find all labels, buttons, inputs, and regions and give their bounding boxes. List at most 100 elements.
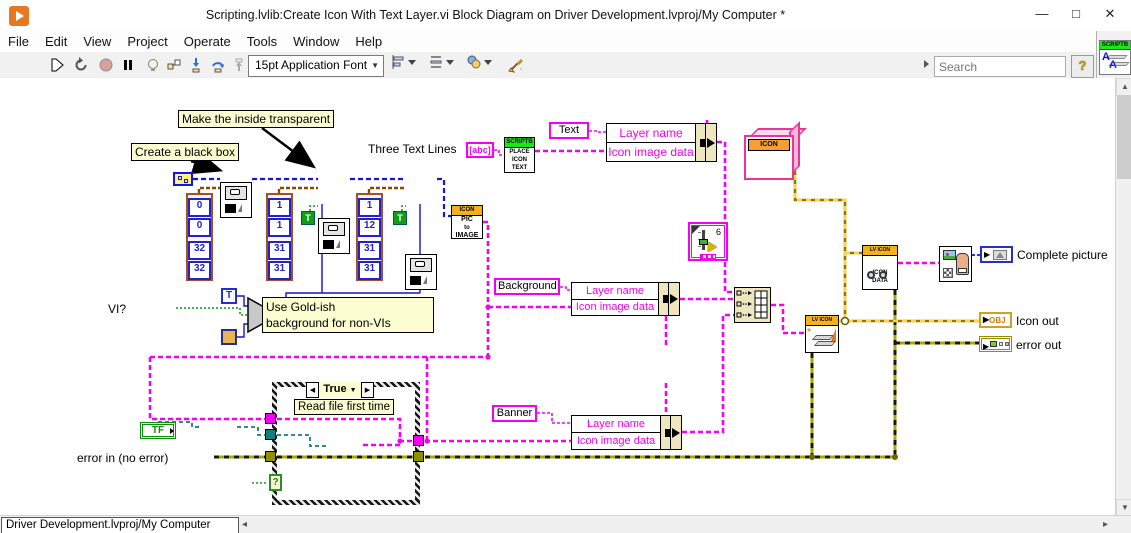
case-tunnel-path-left[interactable] <box>265 429 276 440</box>
true-constant-1[interactable]: T <box>301 211 315 225</box>
draw-rectangle-node-2[interactable] <box>318 218 350 254</box>
step-into-button[interactable] <box>185 54 207 76</box>
wire-boolean[interactable] <box>176 205 406 484</box>
case-next-icon[interactable]: ▶ <box>364 387 371 394</box>
empty-picture-constant[interactable] <box>173 172 193 186</box>
scroll-right-button[interactable]: ▸ <box>1102 519 1109 530</box>
true-constant-2[interactable]: T <box>393 211 407 225</box>
cluster-value[interactable]: 31 <box>268 241 291 260</box>
vertical-scrollbar[interactable]: ▲ ▼ <box>1115 78 1131 517</box>
help-button[interactable]: ? <box>1071 55 1094 78</box>
icon-out-indicator[interactable]: ▶OBJ <box>979 312 1012 328</box>
cleanup-diagram-button[interactable] <box>505 54 527 76</box>
background-string-constant[interactable]: Background <box>494 278 560 295</box>
place-icon-text-subvi[interactable]: SCRIPTB PLACE ICON TEXT <box>504 137 535 173</box>
banner-string-constant[interactable]: Banner <box>492 405 537 422</box>
reorder-objects-dropdown[interactable] <box>466 54 492 70</box>
bundle-field-layer-name[interactable]: Layer name <box>572 416 660 433</box>
error-out-indicator[interactable]: ▶ <box>979 336 1012 352</box>
build-array-node[interactable] <box>734 287 771 323</box>
draw-rectangle-node-1[interactable] <box>220 182 252 218</box>
case-selector[interactable]: ◀ True ▼ ▶ <box>306 382 374 398</box>
menu-window[interactable]: Window <box>293 34 340 49</box>
case-tunnel-pink-left[interactable] <box>265 413 276 424</box>
case-value[interactable]: True ▼ <box>318 382 362 398</box>
menu-view[interactable]: View <box>83 34 112 49</box>
close-button[interactable]: ✕ <box>1104 6 1116 21</box>
execution-target-box[interactable]: Driver Development.lvproj/My Computer <box>1 517 239 533</box>
bundle-field-icon-image-data[interactable]: Icon image data <box>575 301 655 314</box>
string-array-constant[interactable]: [abc] <box>466 142 494 158</box>
bundle-by-name-background[interactable]: Layer name Icon image data <box>571 282 680 316</box>
step-out-button[interactable] <box>228 54 250 76</box>
insert-layer-node-top[interactable]: 6 <box>688 222 728 261</box>
vertical-scroll-thumb[interactable] <box>1117 95 1131 179</box>
bounds-cluster-constant-3[interactable]: 1 12 31 31 <box>356 193 383 281</box>
cluster-value[interactable]: 0 <box>188 218 211 237</box>
minimize-button[interactable]: — <box>1035 6 1049 21</box>
wire-string[interactable] <box>494 130 606 424</box>
maximize-button[interactable]: □ <box>1072 6 1080 21</box>
cluster-value[interactable]: 1 <box>268 198 291 217</box>
highlight-execution-icon[interactable] <box>142 54 164 76</box>
lv-icon-data-subvi[interactable]: LV ICON ICON DATA <box>862 245 898 290</box>
pause-button[interactable] <box>117 54 139 76</box>
cluster-value[interactable]: 31 <box>358 261 381 280</box>
cluster-value[interactable]: 32 <box>188 261 211 280</box>
menu-help[interactable]: Help <box>355 34 383 49</box>
wire-picture[interactable] <box>193 177 451 218</box>
case-prev-icon[interactable]: ◀ <box>309 387 316 394</box>
align-objects-dropdown[interactable] <box>390 54 416 70</box>
bundle-field-layer-name[interactable]: Layer name <box>607 124 695 143</box>
step-over-button[interactable] <box>207 54 229 76</box>
draw-rectangle-node-3[interactable] <box>405 254 437 290</box>
scroll-up-button[interactable]: ▲ <box>1116 78 1131 96</box>
pic-to-image-subvi[interactable]: ICON PIC to IMAGE <box>451 205 483 239</box>
case-tunnel-error-left[interactable] <box>265 451 276 462</box>
cluster-value[interactable]: 1 <box>268 218 291 237</box>
vi-icon[interactable]: SCRIPTB A A <box>1099 40 1131 75</box>
cluster-value[interactable]: 1 <box>358 198 381 217</box>
bundle-by-name-banner[interactable]: Layer name Icon image data <box>571 415 682 450</box>
abort-button[interactable] <box>95 54 117 76</box>
bundle-field-icon-image-data[interactable]: Icon image data <box>608 145 694 159</box>
search-box[interactable] <box>934 56 1110 77</box>
search-input[interactable] <box>935 58 1096 75</box>
draw-flattened-pixmap-node[interactable] <box>939 246 972 282</box>
case-selector-terminal[interactable]: ? <box>269 474 282 491</box>
distribute-objects-dropdown[interactable] <box>428 54 454 70</box>
menu-project[interactable]: Project <box>127 34 168 49</box>
cluster-value[interactable]: 31 <box>268 261 291 280</box>
bundle-by-name-text[interactable]: Layer name Icon image data <box>606 123 717 162</box>
gold-color-constant[interactable] <box>221 329 237 345</box>
case-tunnel-pink-right[interactable] <box>413 435 424 446</box>
bounds-cluster-constant-2[interactable]: 1 1 31 31 <box>266 193 293 281</box>
cluster-value[interactable]: 31 <box>358 241 381 260</box>
transparent-color-constant[interactable]: T <box>221 288 237 304</box>
wire-bounds-cluster[interactable] <box>197 186 406 193</box>
scroll-left-button[interactable]: ◂ <box>241 519 248 530</box>
icon-class-constant[interactable]: ICON <box>744 121 807 180</box>
menu-operate[interactable]: Operate <box>183 34 231 49</box>
menu-tools[interactable]: Tools <box>246 34 278 49</box>
cluster-value[interactable]: 32 <box>188 241 211 260</box>
wire-lvobject[interactable] <box>793 166 979 323</box>
complete-picture-indicator[interactable]: ▶ <box>980 246 1013 263</box>
cluster-value[interactable]: 0 <box>188 198 211 217</box>
bundle-field-icon-image-data[interactable]: Icon image data <box>576 435 656 447</box>
vi-boolean-control-terminal[interactable]: TF <box>140 422 176 439</box>
text-string-constant[interactable]: Text <box>549 122 589 139</box>
case-tunnel-error-right[interactable] <box>413 451 424 462</box>
run-button[interactable] <box>46 54 68 76</box>
lv-icon-write-subvi[interactable]: LV ICON * <box>805 315 839 353</box>
font-selector[interactable]: 15pt Application Font ▼ <box>248 55 384 77</box>
menu-file[interactable]: File <box>8 34 29 49</box>
cluster-value[interactable]: 12 <box>358 218 381 237</box>
menu-edit[interactable]: Edit <box>44 34 68 49</box>
bundle-field-layer-name[interactable]: Layer name <box>572 283 658 300</box>
block-diagram[interactable]: Make the inside transparent Create a bla… <box>0 78 1115 515</box>
bounds-cluster-constant-1[interactable]: 0 0 32 32 <box>186 193 213 281</box>
run-continuously-button[interactable] <box>70 54 92 76</box>
retain-wire-values-button[interactable] <box>163 54 185 76</box>
search-splitter-icon[interactable] <box>924 60 929 68</box>
